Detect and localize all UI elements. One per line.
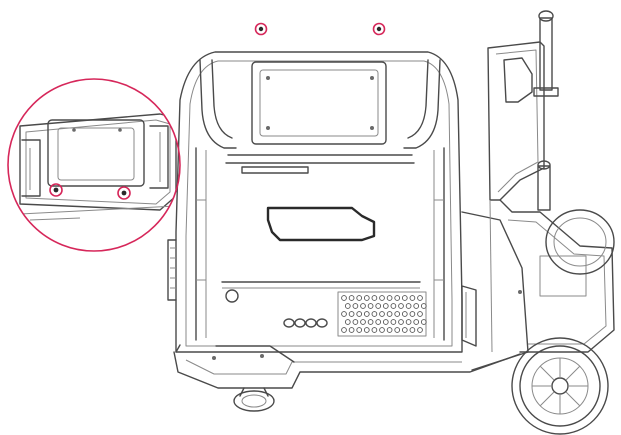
- screw-marker-icon: [254, 22, 268, 36]
- vent-hole: [394, 295, 401, 301]
- vent-hole: [382, 303, 389, 309]
- vent-hole: [386, 311, 393, 317]
- vent-hole: [356, 327, 363, 333]
- vent-grille: [337, 291, 427, 337]
- vent-hole: [379, 327, 385, 333]
- vent-hole: [386, 295, 393, 301]
- vent-hole: [417, 311, 423, 317]
- vent-hole: [367, 319, 374, 325]
- vent-hole: [409, 295, 416, 301]
- vent-hole: [363, 327, 370, 333]
- vent-hole: [382, 319, 389, 325]
- vent-hole: [409, 311, 416, 317]
- vent-hole: [401, 311, 408, 317]
- vent-hole: [356, 295, 363, 301]
- vent-hole: [417, 295, 423, 301]
- vent-hole: [360, 303, 366, 309]
- screw-marker-icon: [49, 183, 63, 197]
- vent-hole: [405, 319, 412, 325]
- vent-hole: [348, 295, 355, 301]
- vent-hole: [344, 303, 351, 309]
- vent-hole: [348, 327, 355, 333]
- vent-hole: [394, 327, 401, 333]
- vent-hole: [401, 295, 408, 301]
- vent-hole: [367, 303, 374, 309]
- vent-hole: [341, 327, 347, 333]
- vent-hole: [405, 303, 412, 309]
- vent-hole: [398, 303, 404, 309]
- vent-hole: [386, 327, 393, 333]
- detail-inset: [7, 78, 181, 252]
- vent-hole: [341, 295, 347, 301]
- vent-hole: [363, 295, 370, 301]
- vent-hole: [379, 295, 385, 301]
- vent-hole: [379, 311, 385, 317]
- vent-hole: [413, 319, 420, 325]
- vent-hole: [375, 319, 382, 325]
- vent-hole: [352, 319, 359, 325]
- vent-hole: [375, 303, 382, 309]
- vent-hole: [413, 303, 420, 309]
- welding-machine-body: [175, 51, 463, 353]
- vent-hole: [398, 319, 404, 325]
- vent-hole: [371, 311, 378, 317]
- vent-hole: [417, 327, 423, 333]
- vent-hole: [363, 311, 370, 317]
- vent-hole: [348, 311, 355, 317]
- vent-hole: [401, 327, 408, 333]
- vent-hole: [390, 319, 397, 325]
- vent-hole: [394, 311, 401, 317]
- screw-marker-icon: [372, 22, 386, 36]
- trolley-cart: [173, 10, 615, 435]
- vent-hole: [420, 319, 427, 325]
- vent-hole: [390, 303, 397, 309]
- vent-hole: [341, 311, 347, 317]
- vent-hole: [344, 319, 351, 325]
- vent-hole: [371, 327, 378, 333]
- side-vents: [283, 318, 328, 328]
- vent-hole: [409, 327, 416, 333]
- vent-hole: [360, 319, 366, 325]
- vent-hole: [356, 311, 363, 317]
- vent-hole: [420, 303, 427, 309]
- screw-marker-icon: [117, 186, 131, 200]
- inset-ring: [7, 78, 181, 252]
- rear-wheel: [511, 337, 609, 435]
- vent-hole: [371, 295, 378, 301]
- vent-hole: [352, 303, 359, 309]
- cable-connector: [167, 239, 177, 301]
